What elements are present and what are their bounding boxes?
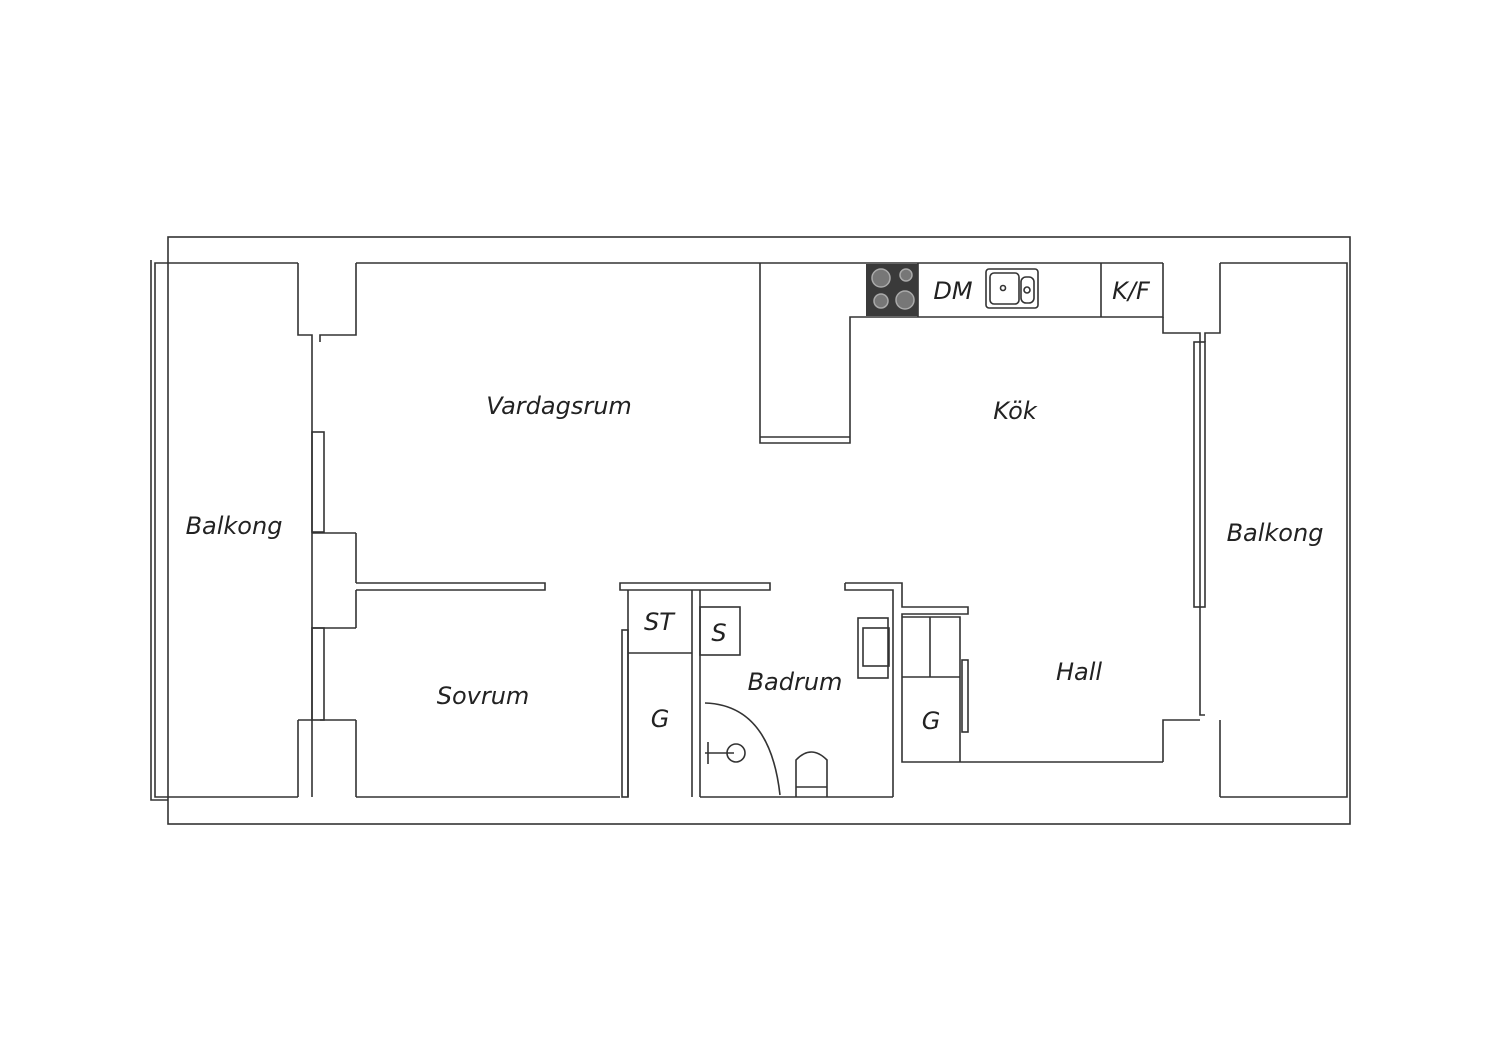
label-balkong-left: Balkong: [186, 512, 283, 540]
label-s: S: [711, 619, 726, 647]
label-kf: K/F: [1112, 277, 1151, 305]
shower-screen: [704, 702, 781, 796]
label-st: ST: [644, 608, 676, 636]
left-wall: [297, 263, 357, 797]
window-left-lower: [311, 627, 325, 721]
right-wall: [1162, 263, 1221, 797]
label-dm: DM: [933, 277, 972, 305]
balcony-left: [150, 260, 298, 801]
label-hall: Hall: [1056, 658, 1102, 686]
washbasin-icon: [857, 617, 889, 679]
stove-burners: [871, 268, 915, 310]
label-kok: Kök: [993, 397, 1038, 425]
outer-wall: [167, 236, 1351, 825]
label-g-left: G: [651, 705, 670, 733]
label-sovrum: Sovrum: [437, 682, 530, 710]
window-right: [1193, 341, 1206, 608]
label-vardagsrum: Vardagsrum: [486, 392, 632, 420]
sink-icon: [985, 268, 1039, 309]
kitchen-counter: [759, 263, 1164, 444]
interior-walls: [356, 582, 1163, 798]
bathroom-fixtures: [704, 617, 890, 797]
window-left-upper: [311, 431, 325, 533]
toilet-icon: [795, 751, 828, 797]
balcony-right: [1220, 262, 1348, 798]
label-badrum: Badrum: [748, 668, 843, 696]
label-g-right: G: [922, 707, 941, 735]
label-balkong-right: Balkong: [1227, 519, 1324, 547]
